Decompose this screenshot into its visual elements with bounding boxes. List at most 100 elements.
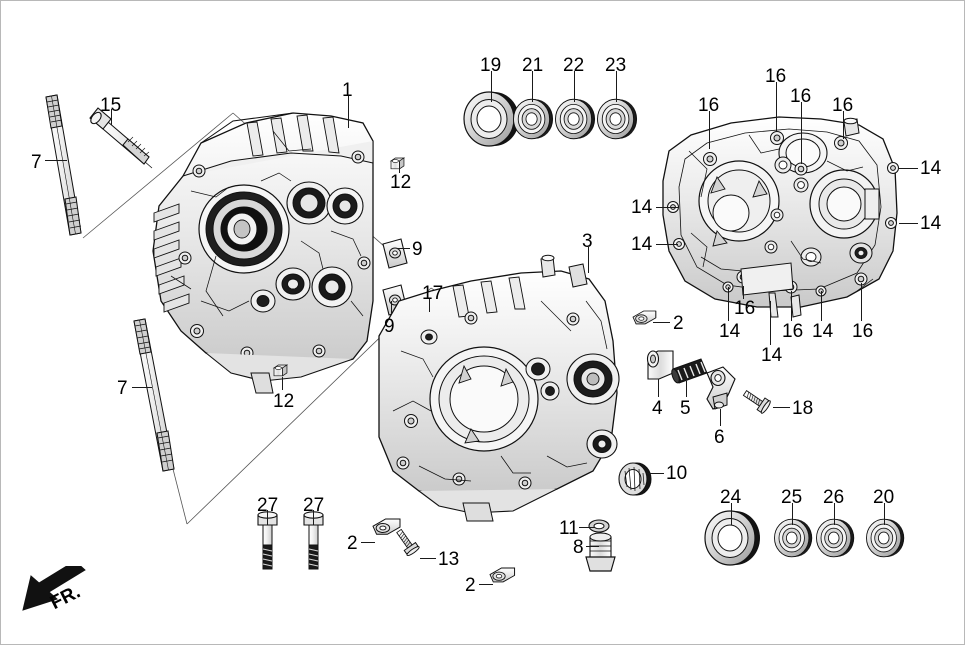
- part-7-stud-bolt-upper: [45, 94, 82, 236]
- leader-20: [884, 503, 886, 525]
- leader-15: [111, 109, 113, 125]
- leader-24: [731, 503, 733, 525]
- leader-2-mid: [653, 322, 670, 324]
- leader-14-l1: [656, 207, 678, 209]
- leader-13: [420, 558, 436, 560]
- leader-16-b: [776, 82, 778, 132]
- leader-26: [834, 503, 836, 525]
- leader-7-lower: [132, 387, 152, 389]
- part-11-sealing-washer: [588, 519, 610, 533]
- leader-14-r2: [899, 223, 918, 225]
- leader-14-b1: [728, 287, 730, 321]
- part-15-flange-bolt-long: [89, 107, 153, 169]
- callout-16-b: 16: [765, 66, 787, 87]
- callout-24: 24: [720, 487, 742, 508]
- part-22-bearing: [555, 98, 596, 140]
- leader-16-c: [801, 102, 803, 164]
- part-21-bearing: [513, 98, 554, 140]
- leader-21: [532, 71, 534, 102]
- callout-3: 3: [582, 231, 593, 252]
- leader-8: [586, 546, 599, 548]
- callout-15: 15: [100, 95, 122, 116]
- callout-7-lower: 7: [117, 378, 128, 399]
- callout-16-a: 16: [698, 95, 720, 116]
- part-20-bearing: [866, 518, 905, 558]
- callout-2-bl: 2: [347, 533, 358, 554]
- leader-7-upper: [45, 160, 67, 162]
- leader-14-b2: [770, 301, 772, 345]
- callout-11: 11: [559, 518, 579, 539]
- callout-14-b3: 14: [812, 321, 834, 342]
- callout-16-e: 16: [734, 298, 756, 319]
- leader-5: [686, 381, 688, 397]
- part-26-bearing: [816, 518, 855, 558]
- callout-5: 5: [680, 398, 691, 419]
- callout-4: 4: [652, 398, 663, 419]
- callout-9-b: 9: [384, 316, 395, 337]
- part-4-collar: [646, 350, 674, 380]
- callout-16-f: 16: [782, 321, 804, 342]
- part-10-needle-bearing: [618, 462, 652, 496]
- part-18-flange-bolt: [740, 386, 773, 415]
- leader-19: [491, 71, 493, 102]
- callout-22: 22: [563, 55, 585, 76]
- leader-6: [720, 409, 722, 426]
- callout-14-l1: 14: [631, 197, 653, 218]
- callout-16-g: 16: [852, 321, 874, 342]
- callout-23: 23: [605, 55, 627, 76]
- callout-14-b2: 14: [761, 345, 783, 366]
- callout-26: 26: [823, 487, 845, 508]
- callout-14-b1: 14: [719, 321, 741, 342]
- leader-1: [348, 96, 350, 128]
- leader-18: [773, 407, 790, 409]
- leader-14-b3: [821, 291, 823, 321]
- callout-10: 10: [666, 463, 688, 484]
- leader-9-b: [391, 301, 393, 315]
- leader-16-d: [843, 111, 845, 139]
- callout-19: 19: [480, 55, 502, 76]
- callout-27-a: 27: [257, 495, 279, 516]
- callout-2-bb: 2: [465, 575, 476, 596]
- leader-16-e: [743, 286, 745, 299]
- part-12-dowel-pin-lower: [273, 364, 288, 377]
- leader-9-a: [397, 248, 410, 250]
- leader-16-f: [791, 291, 793, 321]
- part-25-bearing: [774, 518, 813, 558]
- callout-16-c: 16: [790, 86, 812, 107]
- part-9-stopper-plate-a: [382, 238, 408, 269]
- part-2-clamp-bl: [372, 518, 401, 535]
- leader-3: [588, 247, 590, 273]
- leader-16-g: [861, 283, 863, 321]
- callout-6: 6: [714, 427, 725, 448]
- leader-10: [647, 473, 664, 475]
- callout-1: 1: [342, 80, 353, 101]
- callout-7-upper: 7: [31, 152, 42, 173]
- callout-20: 20: [873, 487, 895, 508]
- callout-18: 18: [792, 398, 814, 419]
- leader-22: [574, 71, 576, 102]
- part-5-spring-pin: [671, 358, 708, 384]
- part-2-clamp-bb: [489, 567, 516, 583]
- part-8-drain-plug: [585, 532, 616, 572]
- leader-2-bb: [479, 584, 493, 586]
- leader-17: [429, 298, 431, 312]
- part-6-gearshift-arm: [706, 366, 736, 410]
- callout-14-r2: 14: [920, 213, 942, 234]
- leader-14-r1: [899, 168, 918, 170]
- callout-27-b: 27: [303, 495, 325, 516]
- part-16-right-crankcase-cover: [662, 116, 899, 318]
- part-3-right-crankcase-center: [378, 254, 620, 522]
- callout-13: 13: [438, 549, 460, 570]
- leader-4: [658, 379, 660, 397]
- leader-11: [579, 527, 595, 529]
- leader-12-a: [399, 162, 401, 173]
- callout-9-a: 9: [412, 239, 423, 260]
- part-12-dowel-pin-upper: [390, 157, 405, 170]
- callout-14-l2: 14: [631, 234, 653, 255]
- part-23-bearing: [597, 98, 638, 140]
- leader-14-l2: [656, 244, 678, 246]
- part-7-stud-bolt-lower: [133, 318, 175, 472]
- callout-12-b: 12: [273, 391, 295, 412]
